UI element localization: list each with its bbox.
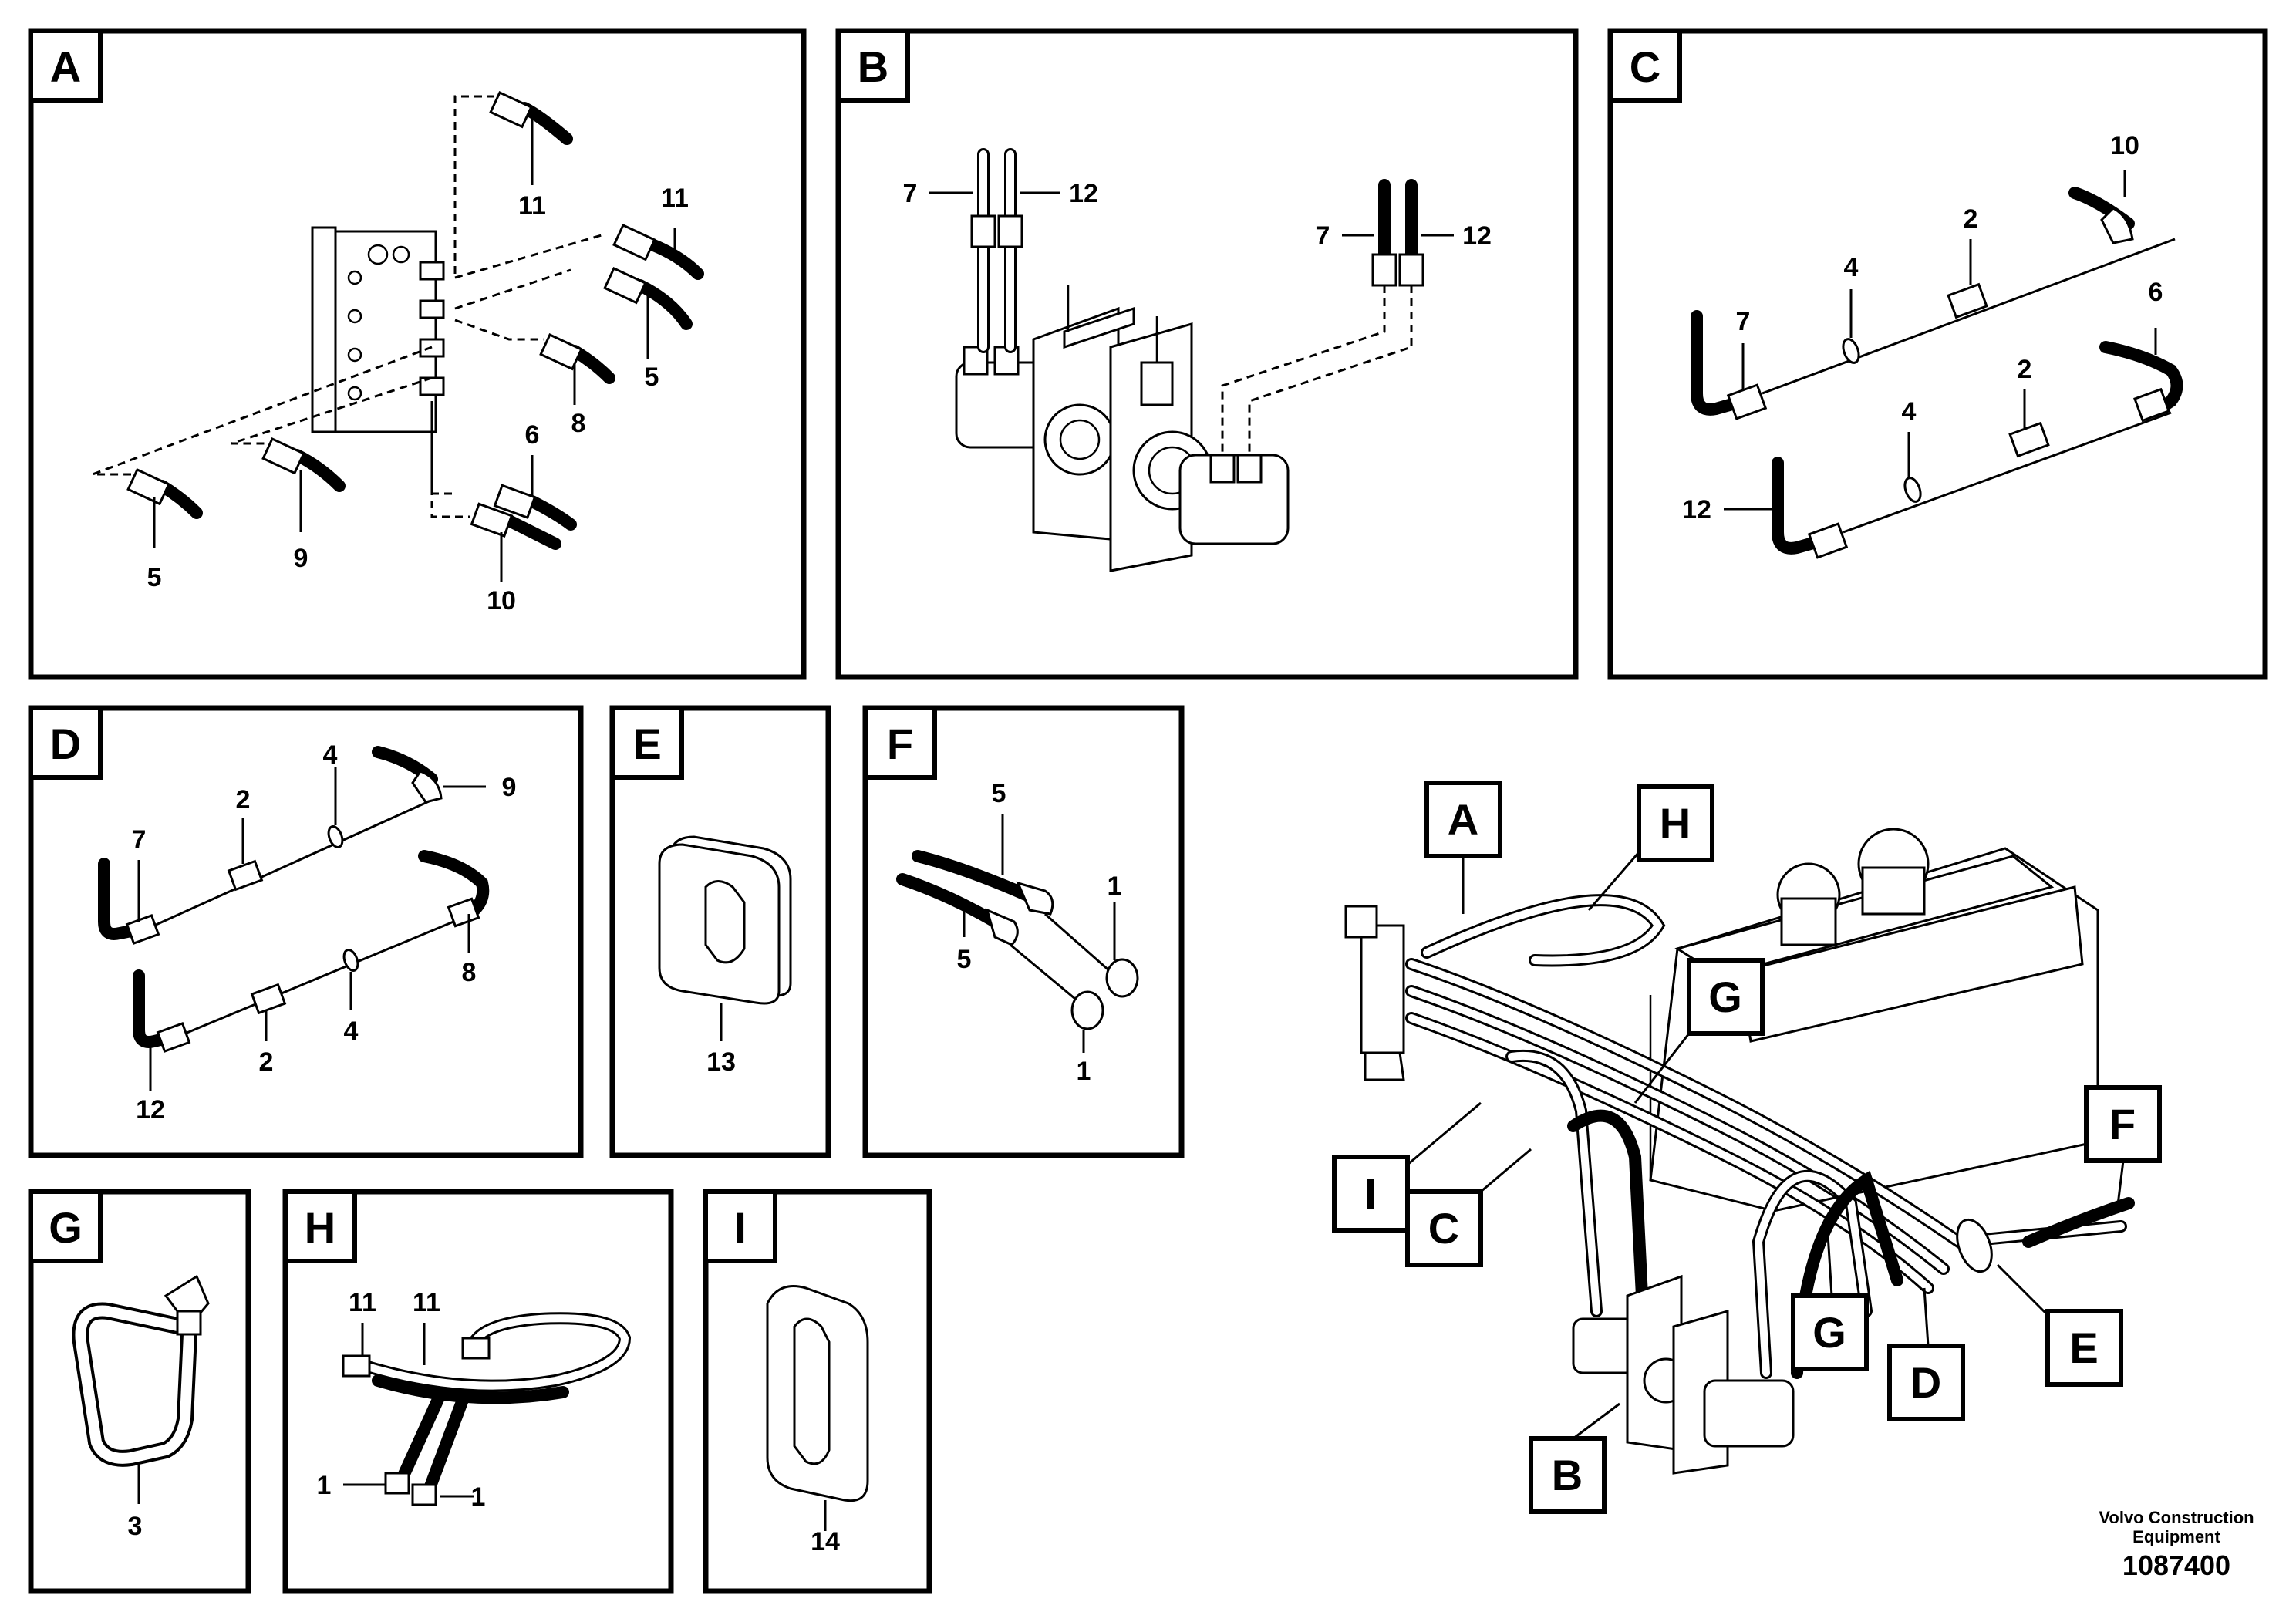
panel-c: C 10 2 4 7 6 2 4 12: [1607, 28, 2268, 680]
callout-h: H: [1637, 784, 1714, 862]
label-h-11b: 11: [413, 1288, 440, 1317]
overview-valve: [1344, 905, 1405, 1081]
label-g-3: 3: [128, 1512, 143, 1541]
callout-f: F: [2084, 1085, 2162, 1163]
panel-f: F 5 1 5 1: [862, 705, 1185, 1158]
label-c-7: 7: [1736, 307, 1751, 336]
callout-i: I: [1332, 1155, 1410, 1233]
callout-c: C: [1405, 1189, 1483, 1267]
overview-illustration: A H G F I C G D E B: [1332, 781, 2162, 1514]
label-a-10: 10: [487, 586, 516, 615]
label-b-7a: 7: [903, 179, 918, 208]
label-f-1b: 1: [1077, 1057, 1091, 1086]
label-d-4b: 4: [344, 1017, 359, 1046]
drawing-number: 1087400: [2122, 1549, 2230, 1581]
label-d-2b: 2: [259, 1047, 274, 1077]
label-c-12: 12: [1682, 495, 1711, 524]
company-name-line2: Equipment: [2132, 1527, 2220, 1546]
callout-g-upper-label: G: [1708, 973, 1742, 1021]
label-a-5b: 5: [147, 563, 162, 592]
label-b-7b: 7: [1316, 221, 1330, 251]
callout-h-label: H: [1660, 799, 1691, 848]
label-e-13: 13: [706, 1047, 736, 1077]
hose-fittings-a: [126, 91, 704, 550]
panel-h: H 11 11 1 1: [282, 1189, 674, 1594]
label-b-12b: 12: [1462, 221, 1492, 251]
panel-g-tag: G: [49, 1203, 83, 1252]
label-d-9: 9: [502, 773, 517, 802]
label-f-1a: 1: [1108, 872, 1122, 901]
panel-d-tag: D: [50, 720, 81, 768]
panel-i-tag: I: [734, 1203, 747, 1252]
label-d-8: 8: [462, 958, 477, 987]
callout-e: E: [2045, 1309, 2123, 1387]
label-a-8: 8: [571, 409, 586, 438]
label-c-4b: 4: [1902, 397, 1917, 427]
panel-e: E 13: [609, 705, 831, 1158]
label-b-12a: 12: [1069, 179, 1098, 208]
panel-d: D 4 2 9 7 8 4 2 12: [28, 705, 584, 1158]
overview-motor: [1572, 1274, 1795, 1475]
callout-d: D: [1887, 1344, 1965, 1421]
callout-c-label: C: [1428, 1204, 1459, 1253]
callout-i-label: I: [1364, 1169, 1377, 1218]
label-d-12: 12: [136, 1095, 165, 1125]
panel-g: G 3: [28, 1189, 251, 1594]
panel-e-tag: E: [632, 720, 661, 768]
panel-a: A: [28, 28, 807, 680]
panel-i: I 14: [703, 1189, 932, 1594]
label-h-1a: 1: [317, 1471, 332, 1500]
callout-a: A: [1424, 781, 1502, 858]
label-c-10: 10: [2110, 131, 2139, 160]
grommet-part: [658, 835, 792, 1005]
callout-e-label: E: [2069, 1324, 2098, 1372]
label-i-14: 14: [811, 1527, 840, 1556]
panel-b: B 7 12 7 12: [835, 28, 1579, 680]
label-d-7: 7: [132, 825, 147, 855]
motor-assembly: [955, 285, 1290, 572]
label-f-5b: 5: [957, 945, 972, 974]
callout-a-label: A: [1448, 795, 1478, 844]
clamp-part: [72, 1274, 210, 1467]
footer: Volvo Construction Equipment 1087400: [2099, 1508, 2254, 1581]
panel-a-tag: A: [50, 42, 81, 91]
callout-b-label: B: [1552, 1451, 1583, 1499]
callout-g-upper: G: [1687, 958, 1765, 1036]
label-c-4a: 4: [1844, 253, 1859, 282]
callout-f-label: F: [2109, 1100, 2136, 1148]
label-h-11a: 11: [349, 1288, 376, 1317]
rubber-ring-part: [766, 1285, 869, 1502]
callout-b: B: [1529, 1436, 1607, 1514]
label-a-11b: 11: [661, 184, 689, 213]
label-h-1b: 1: [471, 1482, 486, 1512]
label-a-9: 9: [294, 544, 308, 573]
panel-h-tag: H: [305, 1203, 335, 1252]
label-c-2a: 2: [1964, 204, 1978, 234]
valve-block: [311, 226, 445, 433]
panel-f-tag: F: [887, 720, 913, 768]
label-d-4a: 4: [323, 740, 338, 770]
label-c-6: 6: [2149, 278, 2163, 307]
label-a-11a: 11: [518, 191, 546, 221]
panel-c-tag: C: [1630, 42, 1660, 91]
label-a-6: 6: [525, 420, 540, 450]
label-f-5a: 5: [992, 779, 1006, 808]
callout-d-label: D: [1910, 1358, 1941, 1407]
label-a-5a: 5: [645, 363, 659, 392]
label-c-2b: 2: [2018, 355, 2032, 384]
company-name-line1: Volvo Construction: [2099, 1508, 2254, 1527]
callout-g-lower: G: [1791, 1293, 1869, 1371]
label-d-2a: 2: [236, 785, 251, 814]
panel-b-tag: B: [858, 42, 888, 91]
callout-g-lower-label: G: [1812, 1308, 1846, 1357]
